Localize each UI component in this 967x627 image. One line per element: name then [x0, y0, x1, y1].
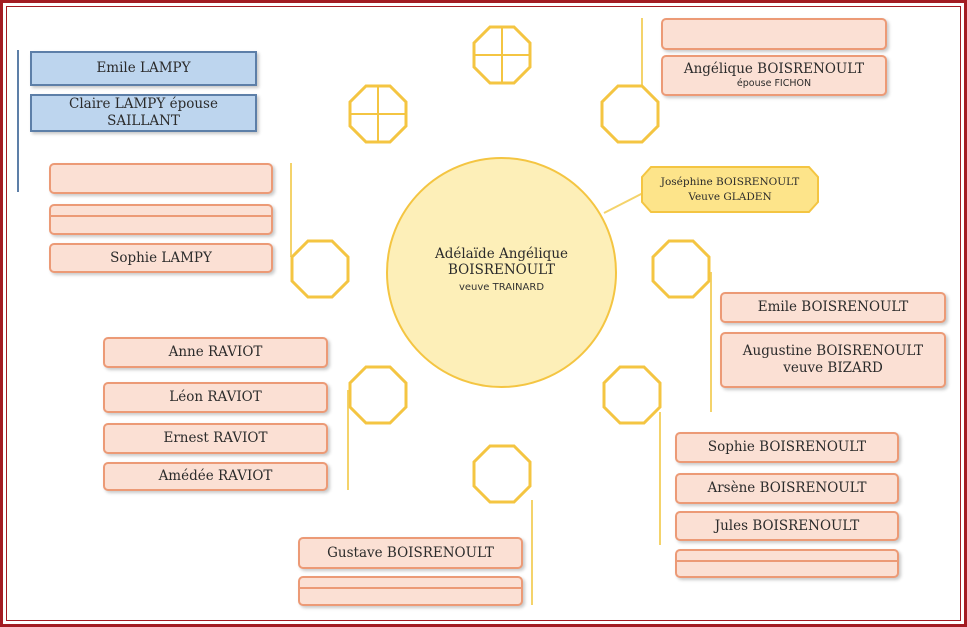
person-box: Gustave BOISRENOULT: [298, 537, 523, 569]
octagon-fichon: [600, 84, 660, 144]
person-name: Sophie LAMPY: [110, 249, 212, 266]
person-box: Anne RAVIOT: [103, 337, 328, 368]
octagon-raviot: [348, 365, 408, 425]
octagon-gustave: [472, 444, 532, 504]
person-name: Léon RAVIOT: [169, 389, 262, 406]
person-box-empty: [49, 204, 273, 235]
inner-frame: [6, 6, 961, 621]
person-box: Sophie BOISRENOULT: [675, 432, 899, 463]
highlight-person-name: Joséphine BOISRENOULT: [660, 176, 800, 189]
person-box: Claire LAMPY épouse SAILLANT: [30, 94, 257, 132]
person-box: Amédée RAVIOT: [103, 462, 328, 491]
person-box: Arsène BOISRENOULT: [675, 473, 899, 504]
person-name: Arsène BOISRENOULT: [707, 480, 867, 497]
person-name: Gustave BOISRENOULT: [327, 544, 494, 561]
person-name: Sophie BOISRENOULT: [707, 439, 867, 456]
person-box-empty: [661, 18, 887, 50]
person-box: Léon RAVIOT: [103, 382, 328, 413]
person-name: Ernest RAVIOT: [163, 430, 268, 447]
person-box: Emile BOISRENOULT: [720, 292, 946, 323]
highlight-person-subtitle: Veuve GLADEN: [688, 190, 772, 203]
center-person-subtitle: veuve TRAINARD: [458, 282, 545, 293]
person-name: Claire LAMPY épouse SAILLANT: [69, 96, 218, 129]
center-person-name: Adélaïde Angélique BOISRENOULT: [434, 246, 569, 278]
person-name: Emile BOISRENOULT: [757, 299, 909, 316]
person-box: Sophie LAMPY: [49, 243, 273, 273]
octagon-lampy: [290, 239, 350, 299]
person-name: Augustine BOISRENOULT: [742, 343, 924, 360]
connector-line: [603, 191, 646, 214]
person-box-empty: [49, 163, 273, 194]
person-subtitle: veuve BIZARD: [783, 360, 883, 376]
person-name: Emile LAMPY: [96, 60, 191, 77]
person-subtitle: épouse FICHON: [736, 78, 812, 89]
person-box: Angélique BOISRENOULT épouse FICHON: [661, 55, 887, 96]
octagon-cross-left: [348, 84, 408, 144]
person-box-empty: [675, 549, 899, 578]
person-box: Jules BOISRENOULT: [675, 511, 899, 541]
octagon-sophie-b: [602, 365, 662, 425]
person-box: Emile LAMPY: [30, 51, 257, 86]
person-box: Augustine BOISRENOULT veuve BIZARD: [720, 332, 946, 388]
octagon-cross-top: [472, 25, 532, 85]
person-name: Amédée RAVIOT: [158, 468, 273, 485]
person-name: Jules BOISRENOULT: [714, 517, 860, 534]
octagon-emile-b: [651, 239, 711, 299]
center-person-circle: Adélaïde Angélique BOISRENOULT veuve TRA…: [386, 157, 617, 388]
person-name: Anne RAVIOT: [168, 344, 263, 361]
person-box: Ernest RAVIOT: [103, 423, 328, 454]
highlight-person-box: Joséphine BOISRENOULT Veuve GLADEN: [641, 166, 819, 213]
person-name: Angélique BOISRENOULT: [683, 61, 865, 78]
person-box-empty: [298, 576, 523, 606]
